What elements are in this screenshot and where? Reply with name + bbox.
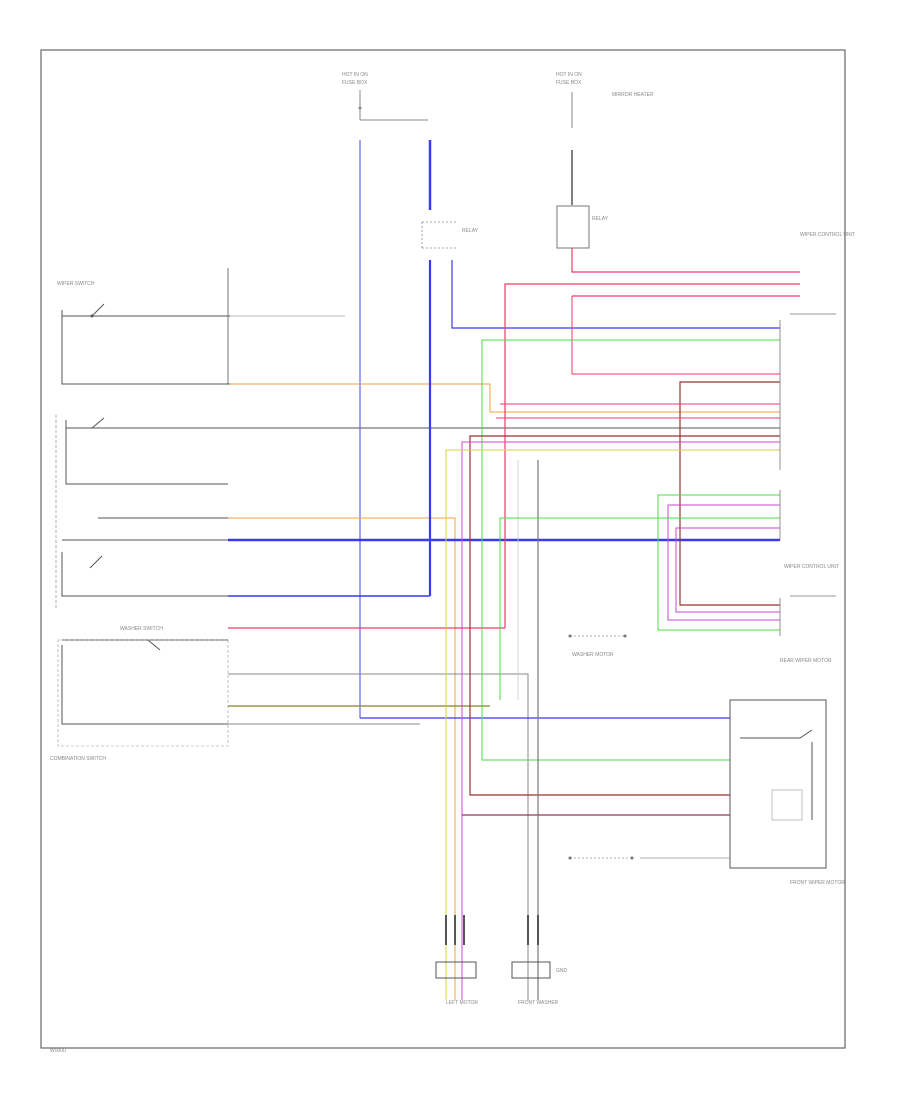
rear-wiper-motor-label: REAR WIPER MOTOR: [780, 658, 832, 664]
left-motor-label: LEFT MOTOR: [446, 1000, 478, 1006]
washer-motor-connector: WASHER MOTOR REAR WIPER MOTOR: [568, 634, 832, 664]
front-wiper-motor-label: FRONT WIPER MOTOR: [790, 880, 845, 886]
wire-green-1: [481, 339, 780, 761]
wire-brown-2: [469, 435, 780, 796]
wiper-switch-label: WIPER SWITCH: [57, 281, 95, 287]
fuse-label-left: HOT IN ON: [342, 72, 368, 78]
fuse-box-right: HOT IN ON FUSE BOX MIRROR HEATER: [556, 72, 654, 128]
wire-yellow-1: [445, 449, 780, 1000]
relay-box-right: [556, 205, 590, 249]
wiper-control-label: WIPER CONTROL UNIT: [784, 564, 839, 570]
wiper-control-label-top: WIPER CONTROL UNIT: [800, 232, 855, 238]
left-motor: LEFT MOTOR: [435, 915, 478, 1006]
wire-orange-1: [230, 383, 780, 413]
washer-switch: WASHER SWITCH: [57, 626, 229, 747]
fuse-sub-left: FUSE BOX: [342, 80, 368, 86]
wiper-switch: WIPER SWITCH: [57, 268, 230, 385]
switch-2: [55, 415, 228, 610]
mirror-heater-label: MIRROR HEATER: [612, 92, 654, 98]
wire-pink-loop: [571, 296, 780, 375]
front-washer-label: FRONT WASHER: [518, 1000, 559, 1006]
wire-green-3: [499, 517, 780, 700]
washer-motor-label: WASHER MOTOR: [572, 652, 614, 658]
diagram-border: [40, 49, 846, 1049]
wire-brown-1: [679, 381, 780, 606]
wire-purple-1: [461, 441, 780, 1000]
switch-3: [61, 517, 228, 597]
fuse-box-left: HOT IN ON FUSE BOX: [342, 72, 428, 121]
relay-a-label: RELAY: [462, 228, 479, 234]
ground-label: GND: [556, 968, 568, 974]
relay-middle: RELAY: [421, 221, 479, 249]
wire-green-2: [657, 494, 780, 631]
right-connector-ticks: [779, 313, 836, 636]
wire-gray-3: [228, 673, 529, 1000]
washer-switch-label: WASHER SWITCH: [120, 626, 163, 632]
wire-purple-4: [675, 527, 780, 613]
wire-blue-relay: [451, 260, 780, 329]
relay-b-label: RELAY: [592, 216, 609, 222]
front-washer: FRONT WASHER GND: [511, 915, 568, 1006]
wire-orange-2: [228, 517, 456, 1000]
fuse-label-right: HOT IN ON: [556, 72, 582, 78]
wire-purple-3: [667, 504, 780, 621]
combination-switch-label: COMBINATION SWITCH: [50, 756, 106, 762]
wire-pink-top-1: [571, 248, 800, 273]
wire-pink-top-2: [504, 283, 800, 628]
fuse-sub-right: FUSE BOX: [556, 80, 582, 86]
front-wiper-motor: FRONT WIPER MOTOR: [729, 699, 845, 886]
bottom-connector: [568, 856, 730, 860]
footer-code: W0000: [50, 1048, 66, 1054]
